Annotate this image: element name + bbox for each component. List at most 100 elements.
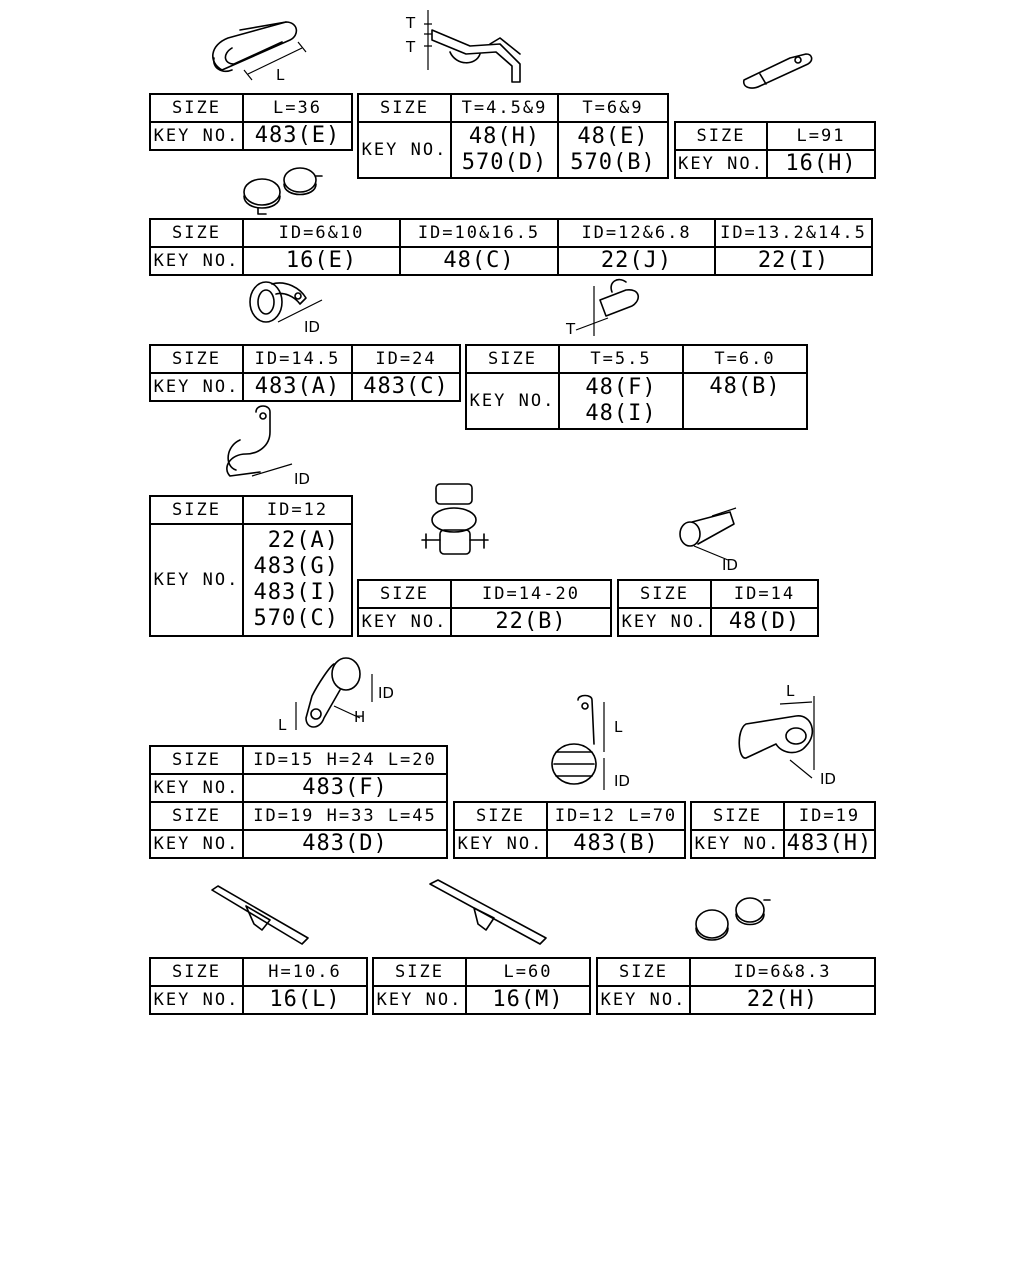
clip-illustration-5: ID (249, 281, 323, 336)
size-value: ID=14 (710, 579, 819, 609)
clip-illustration-12: L ID (738, 682, 836, 788)
key-no-label: KEY NO. (149, 523, 244, 637)
clip-illustration-6: T (565, 278, 639, 338)
key-no-label: KEY NO. (453, 829, 548, 859)
key-no-label: KEY NO. (674, 149, 768, 179)
key-value: 16(E) (242, 246, 401, 276)
dimension-label: ID (304, 318, 320, 336)
size-table-3: SIZE L=91 KEY NO. 16(H) (674, 121, 876, 179)
dimension-label: ID (294, 470, 310, 488)
dimension-label: L (786, 682, 795, 700)
key-no-label: KEY NO. (357, 121, 452, 179)
key-value: 483(H) (783, 829, 876, 859)
key-no-label: KEY NO. (690, 829, 785, 859)
size-table-14: SIZE L=60 KEY NO. 16(M) (372, 957, 591, 1015)
key-value: 483(F) (242, 773, 448, 803)
clip-illustration-4 (243, 167, 323, 215)
key-value: 22(H) (689, 985, 876, 1015)
size-value: L=60 (465, 957, 591, 987)
key-no-label: KEY NO. (149, 829, 244, 859)
dimension-label: L (278, 716, 287, 734)
size-value: L=36 (242, 93, 353, 123)
clip-illustration-2: T T (405, 10, 521, 83)
size-value: H=10.6 (242, 957, 368, 987)
dimension-label: ID (722, 556, 738, 574)
dimension-label: H (354, 708, 365, 726)
key-value: 48(I) (585, 401, 657, 426)
size-table-5: SIZE ID=14.5 ID=24 KEY NO. 483(A) 483(C) (149, 344, 461, 402)
size-table-15: SIZE ID=6&8.3 KEY NO. 22(H) (596, 957, 876, 1015)
key-value: 483(G) (253, 554, 339, 579)
key-value: 570(C) (253, 606, 339, 631)
key-value: 48(B) (682, 372, 808, 430)
size-label: SIZE (617, 579, 712, 609)
key-no-label: KEY NO. (149, 773, 244, 803)
size-label: SIZE (690, 801, 785, 831)
size-value: T=5.5 (558, 344, 684, 374)
clip-illustration-9: ID (679, 507, 738, 574)
clip-illustration-11: L ID (551, 694, 630, 790)
size-table-10: SIZE ID=15 H=24 L=20 KEY NO. 483(F) SIZE… (149, 745, 448, 859)
size-label: SIZE (465, 344, 560, 374)
clip-illustration-3 (742, 53, 813, 89)
size-value: ID=13.2&14.5 (714, 218, 873, 248)
key-value-stack: 48(H) 570(D) (450, 121, 559, 179)
key-value: 22(I) (714, 246, 873, 276)
size-label: SIZE (149, 344, 244, 374)
size-value: ID=19 H=33 L=45 (242, 801, 448, 831)
size-value: L=91 (766, 121, 876, 151)
dimension-label: T (405, 38, 416, 56)
dimension-label: ID (820, 770, 836, 788)
clip-illustration-13 (211, 885, 309, 945)
key-value: 48(F) (585, 375, 657, 400)
size-label: SIZE (453, 801, 548, 831)
size-label: SIZE (596, 957, 691, 987)
clip-illustration-7: ID (226, 405, 310, 488)
key-value-stack: 48(E) 570(B) (557, 121, 669, 179)
size-value: ID=12 L=70 (546, 801, 686, 831)
size-label: SIZE (149, 495, 244, 525)
clip-illustration-8 (421, 483, 489, 555)
dimension-label: ID (378, 684, 394, 702)
key-value: 16(H) (766, 149, 876, 179)
key-no-label: KEY NO. (149, 246, 244, 276)
size-table-12: SIZE ID=19 KEY NO. 483(H) (690, 801, 876, 859)
key-value: 48(C) (399, 246, 559, 276)
size-label: SIZE (357, 579, 452, 609)
size-label: SIZE (149, 745, 244, 775)
size-table-9: SIZE ID=14 KEY NO. 48(D) (617, 579, 819, 637)
size-label: SIZE (357, 93, 452, 123)
key-value: 48(D) (710, 607, 819, 637)
key-no-label: KEY NO. (357, 607, 452, 637)
clip-illustration-10: ID H L (278, 657, 394, 734)
key-no-label: KEY NO. (149, 985, 244, 1015)
size-label: SIZE (372, 957, 467, 987)
key-value: 570(D) (461, 150, 548, 175)
size-table-4: SIZE ID=6&10 ID=10&16.5 ID=12&6.8 ID=13.… (149, 218, 873, 276)
size-table-13: SIZE H=10.6 KEY NO. 16(L) (149, 957, 368, 1015)
key-no-label: KEY NO. (617, 607, 712, 637)
size-label: SIZE (149, 957, 244, 987)
dimension-label: T (405, 14, 416, 32)
size-value: T=6.0 (682, 344, 808, 374)
size-value: T=4.5&9 (450, 93, 559, 123)
size-label: SIZE (149, 801, 244, 831)
key-value-stack: 22(A) 483(G) 483(I) 570(C) (242, 523, 353, 637)
size-value: ID=19 (783, 801, 876, 831)
key-value: 22(B) (450, 607, 612, 637)
size-value: ID=10&16.5 (399, 218, 559, 248)
clip-illustration-1: L (212, 21, 307, 84)
clip-illustration-14 (429, 879, 547, 945)
size-table-6: SIZE T=5.5 T=6.0 KEY NO. 48(F) 48(I) 48(… (465, 344, 808, 430)
size-value: ID=12&6.8 (557, 218, 716, 248)
size-value: ID=15 H=24 L=20 (242, 745, 448, 775)
size-value: ID=12 (242, 495, 353, 525)
key-no-label: KEY NO. (465, 372, 560, 430)
size-table-11: SIZE ID=12 L=70 KEY NO. 483(B) (453, 801, 686, 859)
key-value-stack: 48(F) 48(I) (558, 372, 684, 430)
size-label: SIZE (149, 93, 244, 123)
dimension-label: ID (614, 772, 630, 790)
key-value: 22(J) (557, 246, 716, 276)
size-value: ID=14.5 (242, 344, 353, 374)
